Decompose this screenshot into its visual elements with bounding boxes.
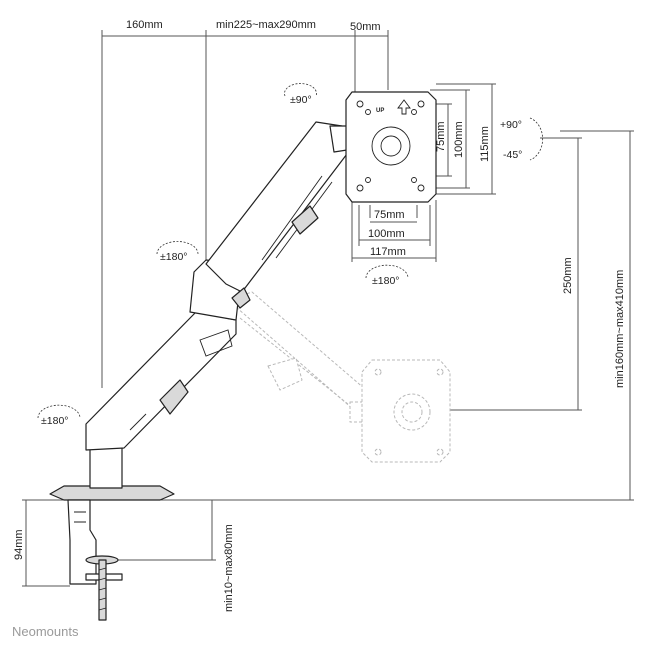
swivel-base-label: ±180° xyxy=(41,415,68,427)
height-adjust-label: 250mm xyxy=(562,257,574,294)
desk-clamp xyxy=(67,499,123,621)
tilt-down-label: -45° xyxy=(503,149,522,161)
plate-up-marking: UP xyxy=(376,108,384,114)
clamp-body xyxy=(67,499,97,585)
upper-arm xyxy=(205,121,351,293)
brand-logo-text: Neomounts xyxy=(12,624,79,639)
swivel-head-label: ±90° xyxy=(290,94,312,106)
dimension-labels: 160mm min225~max290mm 50mm 75mm 100mm 11… xyxy=(13,19,626,612)
base-offset-label: 160mm xyxy=(126,19,163,31)
lower-arm xyxy=(85,311,237,451)
total-height-label: min160mm~max410mm xyxy=(614,270,626,388)
vesa-plate xyxy=(345,91,437,203)
arm-extension-label: min225~max290mm xyxy=(216,19,316,31)
desk-thickness-label: min10~max80mm xyxy=(223,524,235,612)
vesa-75-horizontal-label: 75mm xyxy=(374,209,405,221)
vesa-75-vertical-label: 75mm xyxy=(435,121,447,152)
dimension-lines xyxy=(22,30,634,587)
rotation-symbols xyxy=(37,83,543,419)
vesa-100-vertical-label: 100mm xyxy=(453,121,465,158)
plate-width-label: 117mm xyxy=(370,246,406,258)
tilt-up-label: +90° xyxy=(500,119,522,131)
rotation-labels: +90° -45° ±90° ±180° ±180° ±180° xyxy=(41,94,522,427)
ghost-lowered-arm xyxy=(227,291,451,463)
column xyxy=(89,444,123,489)
vesa-100-horizontal-label: 100mm xyxy=(368,228,405,240)
head-depth-label: 50mm xyxy=(350,21,381,33)
monitor-arm: UP xyxy=(49,91,437,501)
base-plate xyxy=(49,485,175,501)
clamp-height-label: 94mm xyxy=(13,529,25,560)
swivel-arm-label: ±180° xyxy=(160,251,187,263)
plate-height-label: 115mm xyxy=(479,126,491,162)
rotate-plate-label: ±180° xyxy=(372,275,399,287)
